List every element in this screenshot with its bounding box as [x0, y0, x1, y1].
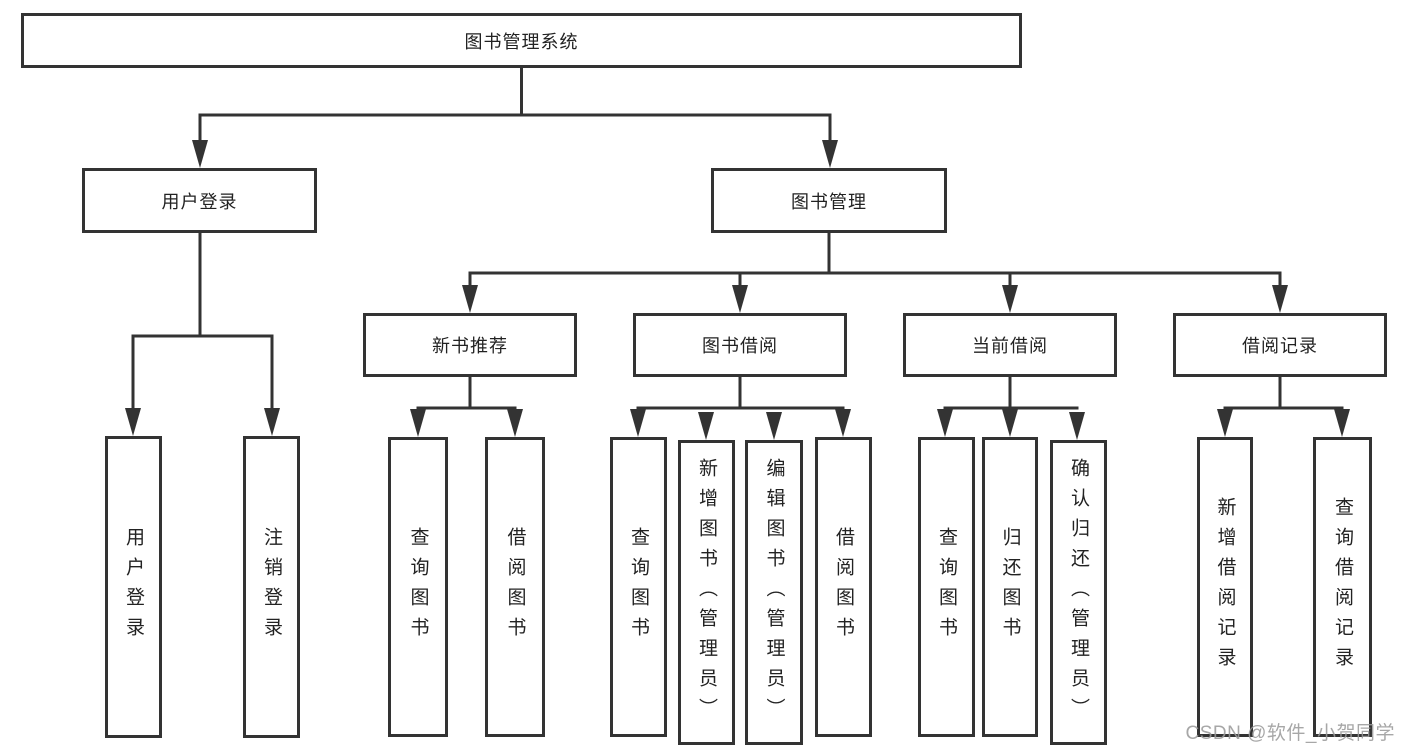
- leaf-return-book: 归还图书: [982, 437, 1038, 737]
- leaf-add-borrow-record: 新增借阅记录: [1197, 437, 1253, 737]
- node-book-borrow: 图书借阅: [633, 313, 847, 377]
- leaf-logout: 注销登录: [243, 436, 300, 738]
- leaf-query-books-recommend: 查询图书: [388, 437, 448, 737]
- node-borrow-records: 借阅记录: [1173, 313, 1387, 377]
- node-user-login: 用户登录: [82, 168, 317, 233]
- node-library-system: 图书管理系统: [21, 13, 1022, 68]
- node-book-management: 图书管理: [711, 168, 947, 233]
- leaf-query-books-current: 查询图书: [918, 437, 975, 737]
- leaf-user-login: 用户登录: [105, 436, 162, 738]
- node-new-book-recommend: 新书推荐: [363, 313, 577, 377]
- leaf-confirm-return-admin: 确认归还（管理员）: [1050, 440, 1107, 745]
- leaf-edit-book-admin: 编辑图书（管理员）: [745, 440, 803, 745]
- leaf-query-books-borrow: 查询图书: [610, 437, 667, 737]
- leaf-add-book-admin: 新增图书（管理员）: [678, 440, 735, 745]
- leaf-borrow-books-recommend: 借阅图书: [485, 437, 545, 737]
- leaf-borrow-books: 借阅图书: [815, 437, 872, 737]
- leaf-query-borrow-record: 查询借阅记录: [1313, 437, 1372, 737]
- csdn-watermark: CSDN @软件_小贺同学: [1185, 723, 1395, 744]
- node-current-borrow: 当前借阅: [903, 313, 1117, 377]
